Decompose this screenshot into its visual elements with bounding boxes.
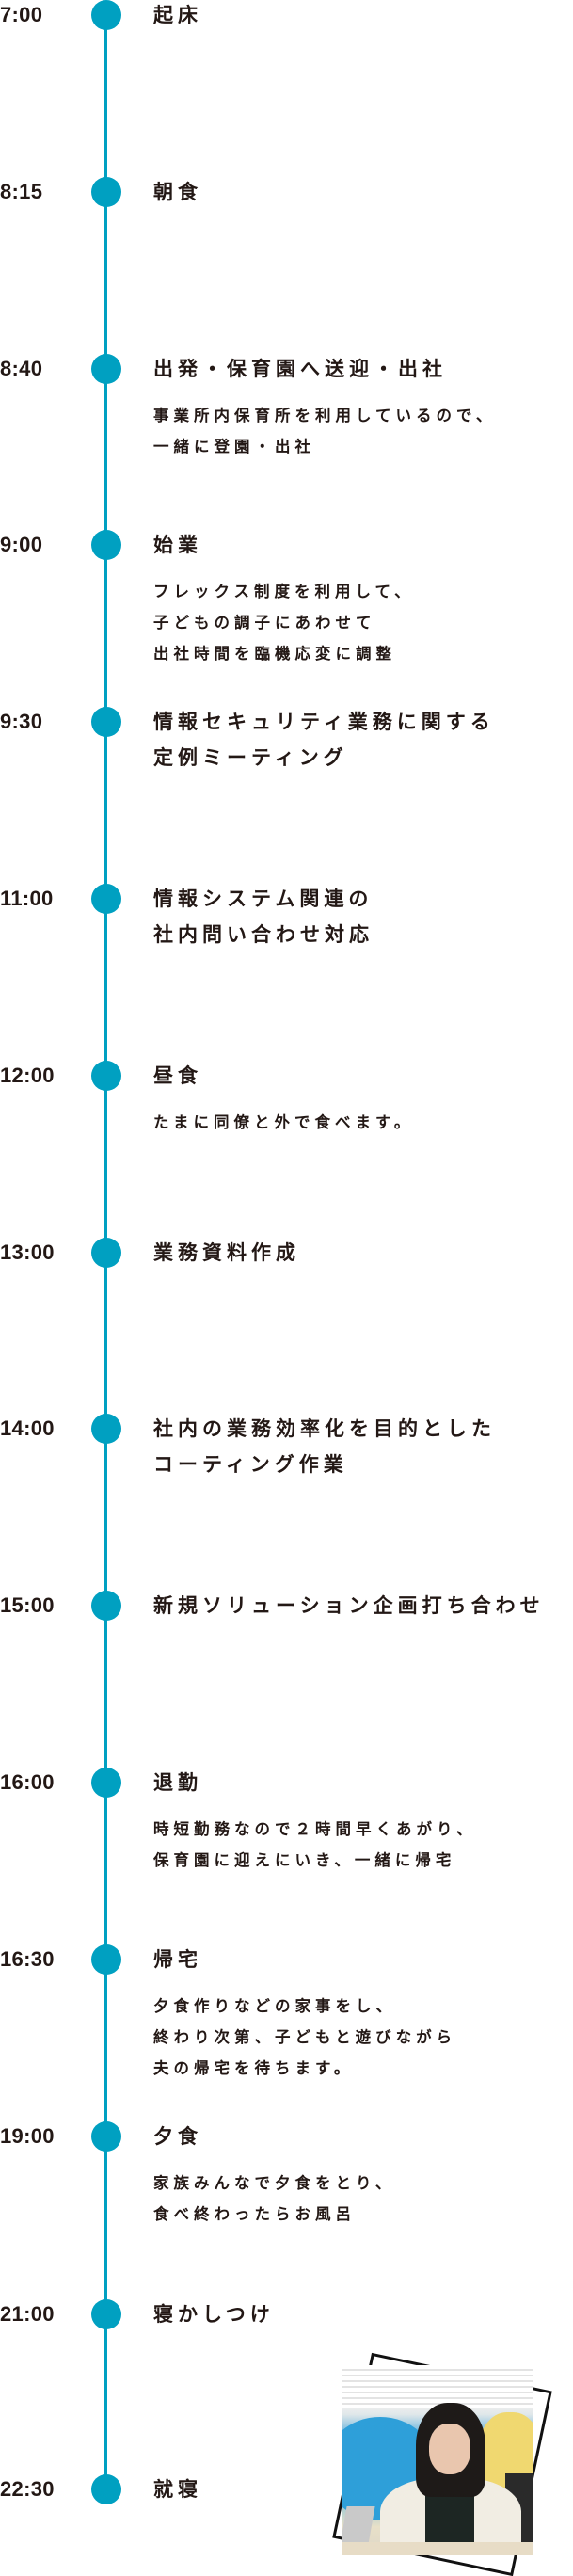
timeline-dot-icon [91,1944,121,1975]
entry-time: 16:00 [0,1770,55,1794]
entry-description: たまに同僚と外で食べます。 [153,1113,415,1131]
entry-time: 15:00 [0,1593,55,1617]
entry-title: 新規ソリューション企画打ち合わせ [153,1594,545,1617]
timeline-dot-icon [91,354,121,384]
entry-time: 19:00 [0,2124,55,2148]
timeline-dot-icon [91,2299,121,2329]
entry-time: 21:00 [0,2302,55,2326]
timeline-dot-icon [91,1238,121,1268]
entry-title: 出発・保育園へ送迎・出社 [153,358,447,380]
timeline-dot-icon [91,2121,121,2152]
entry-title: 就寝 [153,2478,202,2501]
entry-description: 夕食作りなどの家事をし、 終わり次第、子どもと遊びながら 夫の帰宅を待ちます。 [153,1997,457,2077]
timeline-dot-icon [91,530,121,560]
employee-photo [342,2365,533,2555]
entry-title: 朝食 [153,181,202,203]
profile-photo-block [329,2334,573,2576]
entry-title: 起床 [153,4,202,26]
person-face [429,2424,470,2474]
timeline-dot-icon [91,884,121,914]
entry-title: 夕食 [153,2125,202,2148]
entry-title: 情報システム関連の 社内問い合わせ対応 [153,888,374,946]
entry-title: 寝かしつけ [153,2303,275,2326]
timeline-dot-icon [91,1061,121,1091]
entry-time: 12:00 [0,1064,55,1087]
entry-time: 13:00 [0,1240,55,1264]
entry-title: 始業 [153,534,202,556]
timeline-dot-icon [91,1591,121,1621]
entry-time: 14:00 [0,1416,55,1440]
timeline-dot-icon [91,1414,121,1444]
entry-description: 事業所内保育所を利用しているので、 一緒に登園・出社 [153,407,497,456]
window-blinds [342,2365,533,2408]
timeline-dot-icon [91,2474,121,2504]
entry-title: 情報セキュリティ業務に関する 定例ミーティング [153,711,495,769]
timeline-dot-icon [91,1768,121,1798]
entry-time: 16:30 [0,1947,55,1971]
entry-description: フレックス制度を利用して、 子どもの調子にあわせて 出社時間を臨機応変に調整 [153,583,415,663]
timeline-dot-icon [91,707,121,737]
entry-title: 退勤 [153,1771,202,1794]
entry-title: 昼食 [153,1064,202,1087]
entry-time: 7:00 [0,3,43,26]
entry-time: 22:30 [0,2477,55,2501]
entry-title: 社内の業務効率化を目的とした コーティング作業 [153,1417,496,1476]
entry-time: 9:00 [0,533,43,556]
entry-time: 8:40 [0,357,43,380]
entry-title: 業務資料作成 [153,1241,300,1264]
entry-time: 9:30 [0,710,43,733]
timeline-dot-icon [91,177,121,207]
entry-description: 時短勤務なので２時間早くあがり、 保育園に迎えにいき、一緒に帰宅 [153,1820,477,1869]
entry-time: 11:00 [0,887,54,910]
timeline-dot-icon [91,0,121,30]
desk [342,2542,533,2555]
entry-title: 帰宅 [153,1948,202,1971]
entry-description: 家族みんなで夕食をとり、 食べ終わったらお風呂 [153,2174,396,2223]
entry-time: 8:15 [0,180,43,203]
